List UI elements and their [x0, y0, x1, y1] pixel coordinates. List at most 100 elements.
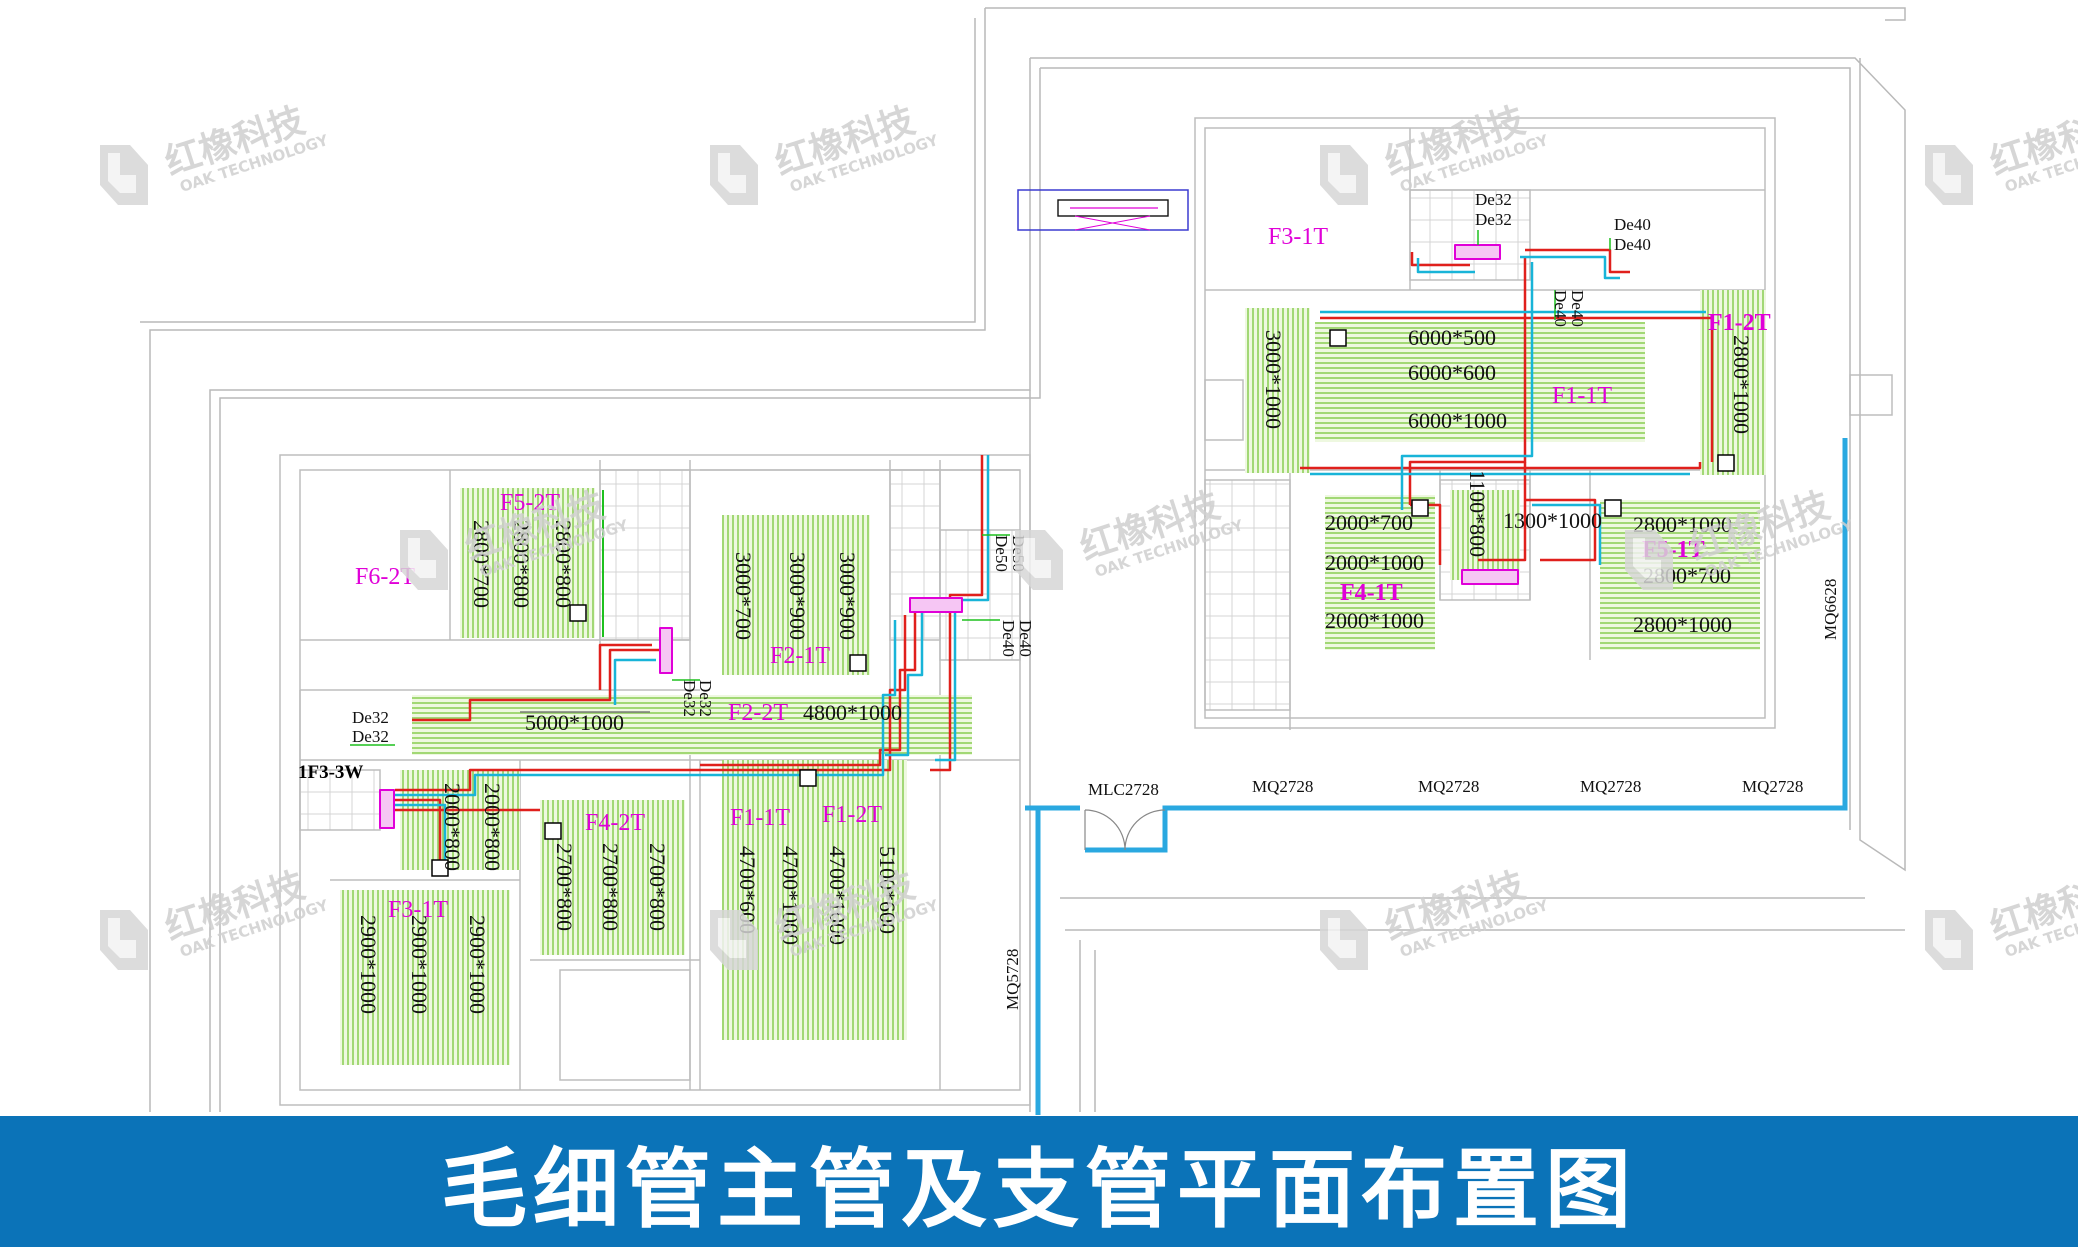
mat-size-label: 2000*1000 — [1325, 608, 1424, 633]
ceiling-unit — [1017, 189, 1189, 231]
thermostat-icon — [431, 859, 449, 877]
zone-label: F1-1T — [1552, 383, 1612, 409]
pipe-size-label: De32 — [1475, 210, 1512, 229]
right-pipe-labels: De32 De32 De40 De40 De40 De40 — [1475, 190, 1651, 327]
mat-size-label: 2800*700 — [469, 520, 494, 608]
thermostat-icon — [849, 654, 867, 672]
mat — [400, 770, 520, 870]
pipe-size-label: De32 — [352, 708, 389, 727]
pipe-size-label: De40 — [1551, 290, 1570, 327]
mat-size-label: 3000*700 — [731, 552, 756, 640]
page-title: 毛细管主管及支管平面布置图 — [441, 1140, 1637, 1240]
zone-label: F3-1T — [388, 897, 448, 923]
mat-size-label: 4700*1000 — [778, 846, 803, 945]
right-zone-labels: F3-1T F1-2T F1-1T F4-1T F5-1T — [1268, 224, 1771, 606]
mat-size-label: 2700*800 — [552, 843, 577, 931]
thermostat-icon — [1717, 454, 1735, 472]
wall-code: MQ2728 — [1580, 777, 1641, 796]
mat — [1325, 495, 1435, 650]
left-mat-labels: 2800*700 2800*800 2800*800 3000*700 3000… — [356, 520, 902, 1014]
mat — [412, 695, 972, 755]
mat-size-label: 6000*500 — [1408, 325, 1496, 350]
mat-size-label: 1100*800 — [1465, 470, 1490, 557]
mat-size-label: 1300*1000 — [1503, 508, 1602, 533]
pipe-size-label: De50 — [992, 535, 1011, 572]
manifold — [1454, 244, 1501, 260]
mat-size-label: 2000*800 — [480, 783, 505, 871]
mat-size-label: 6000*1000 — [1408, 408, 1507, 433]
pipe-size-label: De40 — [1614, 235, 1651, 254]
zone-label: F2-1T — [770, 643, 830, 669]
left-pipe-labels: De50 De50 De40 De40 De32 De32 De32 De32 — [352, 535, 1035, 746]
mat-size-label: 2000*1000 — [1325, 550, 1424, 575]
mat-size-label: 4700*1000 — [825, 846, 850, 945]
pipe-size-label: De40 — [1568, 290, 1587, 327]
building-outline — [140, 7, 1906, 1112]
zone-label: 1F3-3W — [298, 762, 363, 783]
right-capillary-mats — [1245, 290, 1766, 650]
mat — [1245, 308, 1310, 473]
zone-label: F2-2T — [728, 700, 788, 726]
manifold — [909, 597, 963, 613]
mat-size-label: 2000*800 — [440, 783, 465, 871]
left-zone-labels: F6-2T F5-2T F2-1T F2-2T 1F3-3W F4-2T F3-… — [298, 490, 882, 923]
mat-size-label: 3000*900 — [835, 552, 860, 640]
zone-label: F4-1T — [1340, 580, 1403, 606]
wall-code: MQ5728 — [1003, 949, 1022, 1010]
thermostat-icon — [1604, 499, 1622, 517]
thermostat-icons — [431, 329, 1735, 877]
pipe-size-label: De32 — [680, 680, 699, 717]
mat — [1450, 490, 1520, 580]
zone-label: F1-2T — [1708, 310, 1771, 336]
mat-size-label: 2800*800 — [551, 520, 576, 608]
left-plan-walls — [279, 454, 1031, 1106]
wall-code: MQ2728 — [1252, 777, 1313, 796]
zone-label: F3-1T — [1268, 224, 1328, 250]
mat-size-label: 2800*800 — [509, 520, 534, 608]
mat-size-label: 2900*1000 — [465, 915, 490, 1014]
zone-label: F1-2T — [822, 802, 882, 828]
mat-size-label: 5000*1000 — [525, 710, 624, 735]
thermostat-icon — [799, 769, 817, 787]
mat — [1315, 322, 1645, 442]
mat-size-label: 2900*1000 — [407, 915, 432, 1014]
right-pipes — [1300, 230, 1714, 585]
mat — [722, 760, 907, 1040]
wall-code: MQ2728 — [1742, 777, 1803, 796]
thermostat-icon — [1411, 499, 1429, 517]
wall-code: MQ2728 — [1418, 777, 1479, 796]
mat-size-label: 4800*1000 — [803, 700, 902, 725]
left-pipes — [350, 455, 1010, 870]
mat-size-label: 2000*700 — [1325, 510, 1413, 535]
zone-label: F1-1T — [730, 805, 790, 831]
mat-size-label: 2800*1000 — [1633, 612, 1732, 637]
title-banner: 毛细管主管及支管平面布置图 — [0, 1116, 2078, 1247]
glass-walls — [1025, 438, 1848, 1115]
thermostat-icon — [544, 822, 562, 840]
mat-size-label: 3000*900 — [785, 552, 810, 640]
mat — [1600, 500, 1760, 650]
thermostat-icon — [1329, 329, 1347, 347]
mat-size-label: 5100*600 — [875, 846, 900, 934]
wall-code: MQ6628 — [1821, 579, 1840, 640]
pipe-size-label: De32 — [352, 727, 389, 746]
mat — [340, 890, 510, 1065]
mat-size-label: 2700*800 — [598, 843, 623, 931]
mat-size-label: 3000*1000 — [1261, 330, 1286, 429]
mat-size-label: 2800*1000 — [1729, 335, 1754, 434]
left-capillary-mats — [340, 488, 972, 1065]
pipe-size-label: De32 — [1475, 190, 1512, 209]
manifold — [379, 789, 395, 829]
zone-label: F5-2T — [500, 490, 560, 516]
pipe-size-label: De40 — [1614, 215, 1651, 234]
mat — [722, 515, 870, 675]
manifold — [1461, 569, 1519, 585]
pipe-size-label: De40 — [1016, 620, 1035, 657]
wall-code: MLC2728 — [1088, 780, 1159, 799]
wall-code-labels: MQ2728 MQ2728 MQ2728 MQ2728 MQ6628 MLC27… — [1003, 579, 1840, 1010]
pipe-size-label: De32 — [696, 680, 715, 717]
mat-size-label: 2700*800 — [645, 843, 670, 931]
mat — [540, 800, 685, 955]
